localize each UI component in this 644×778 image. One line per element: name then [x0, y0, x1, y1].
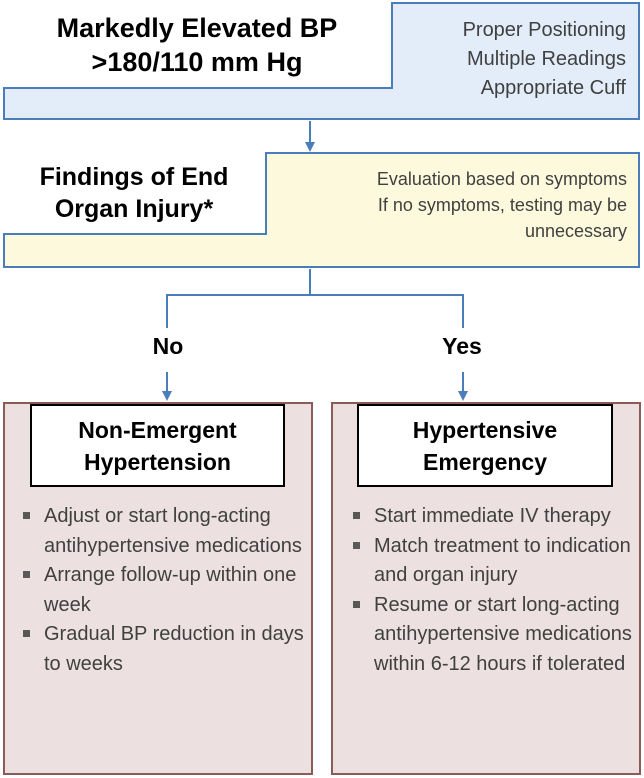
- measurement-notes: Proper Positioning Multiple Readings App…: [400, 16, 626, 103]
- emergency-steps: Start immediate IV therapy Match treatme…: [344, 502, 636, 679]
- evaluation-notes: Evaluation based on symptoms If no sympt…: [290, 166, 627, 244]
- emergency-title: Hypertensive Emergency: [357, 404, 613, 487]
- list-item: Arrange follow-up within one week: [14, 561, 304, 620]
- end-organ-title-line-2: Organ Injury*: [54, 194, 214, 223]
- non-emergent-title: Non-Emergent Hypertension: [30, 404, 285, 487]
- list-item: Resume or start long-acting antihyperten…: [344, 591, 636, 680]
- end-organ-title: Findings of End Organ Injury*: [3, 152, 267, 235]
- elevated-bp-title: Markedly Elevated BP >180/110 mm Hg: [3, 2, 393, 89]
- non-emergent-steps: Adjust or start long-acting antihyperten…: [14, 502, 304, 679]
- list-item: Adjust or start long-acting antihyperten…: [14, 502, 304, 561]
- end-organ-title-line-1: Findings of End: [39, 162, 229, 191]
- elevated-bp-threshold: >180/110 mm Hg: [91, 46, 303, 77]
- elevated-bp-title-line: Markedly Elevated BP: [56, 12, 338, 43]
- note-no-symptoms: If no symptoms, testing may be: [377, 195, 627, 215]
- non-emergent-title-line-2: Hypertension: [84, 448, 231, 475]
- note-positioning: Proper Positioning: [462, 19, 626, 41]
- note-cuff: Appropriate Cuff: [480, 77, 626, 99]
- branch-label-yes: Yes: [442, 333, 482, 359]
- emergency-title-line-2: Emergency: [422, 448, 547, 475]
- note-unnecessary: unnecessary: [524, 221, 627, 241]
- list-item: Start immediate IV therapy: [344, 502, 636, 532]
- emergency-title-line-1: Hypertensive: [412, 416, 558, 443]
- non-emergent-title-line-1: Non-Emergent: [78, 416, 237, 443]
- note-evaluation: Evaluation based on symptoms: [376, 169, 627, 189]
- list-item: Gradual BP reduction in days to weeks: [14, 620, 304, 679]
- branch-label-no: No: [152, 333, 184, 359]
- note-readings: Multiple Readings: [467, 48, 626, 70]
- list-item: Match treatment to indication and organ …: [344, 532, 636, 591]
